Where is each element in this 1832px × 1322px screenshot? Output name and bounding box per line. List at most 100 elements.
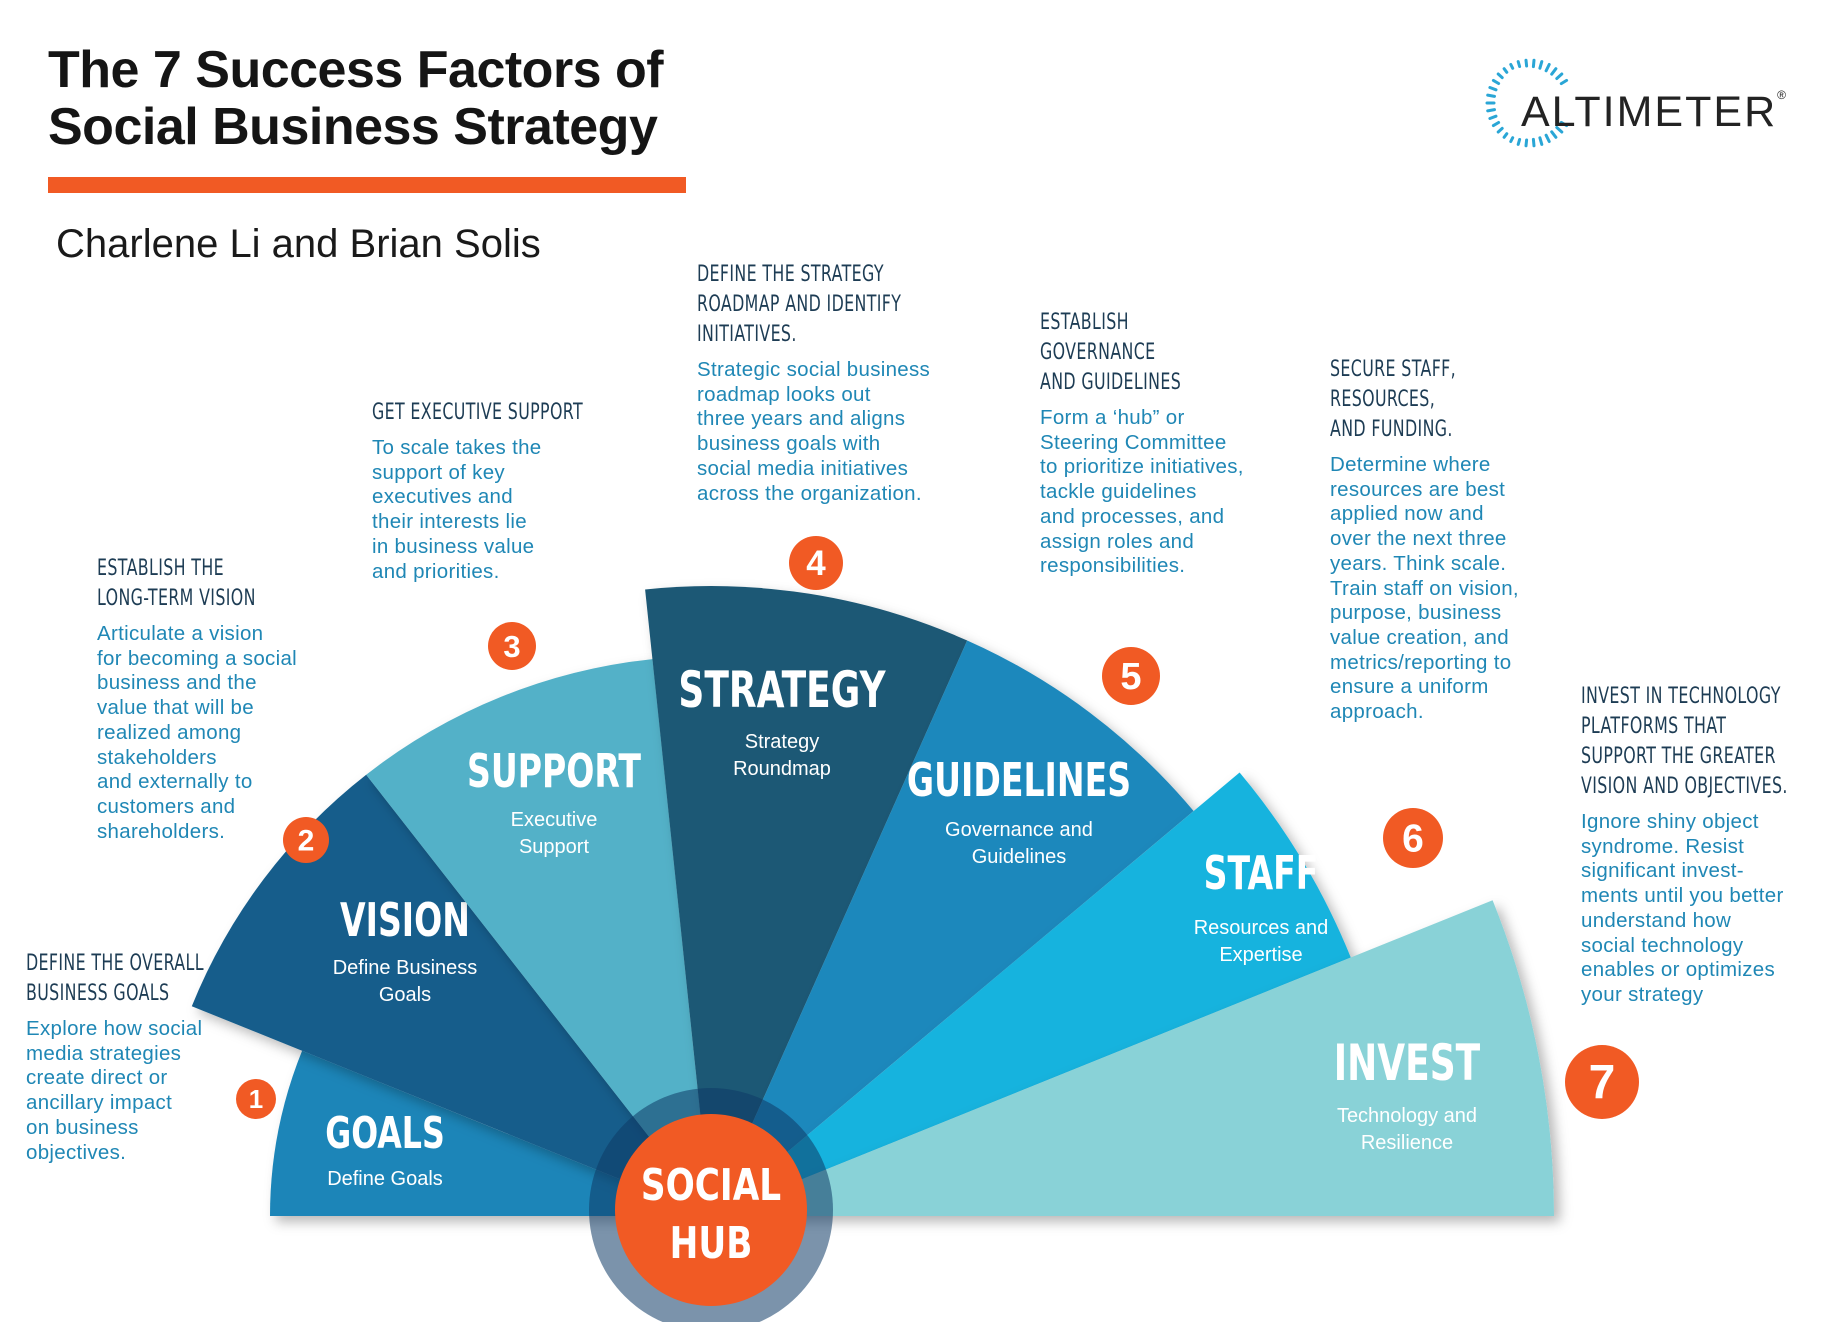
annotation-body: Explore how social media strategies crea…: [26, 1017, 203, 1164]
segment-goals-title: GOALS: [325, 1108, 445, 1160]
logo-dot: [1516, 60, 1522, 68]
logo-ring-icon: [1485, 58, 1569, 148]
annotation-body: Determine where resources are best appli…: [1330, 453, 1519, 724]
step-number-4: 4: [789, 536, 843, 590]
annotation-heading: GET EXECUTIVE SUPPORT: [372, 400, 584, 425]
altimeter-logo: ALTIMETER®: [1475, 48, 1795, 158]
annotation-body: Ignore shiny object syndrome. Resist sig…: [1581, 810, 1784, 1006]
step-number-badge: [1565, 1045, 1639, 1119]
step-number-badge: [283, 817, 329, 863]
annotation-body: To scale takes the support of key execut…: [372, 436, 542, 583]
logo-dot: [1502, 132, 1509, 139]
hub-line-1: SOCIAL: [641, 1160, 781, 1211]
logo-dot: [1550, 67, 1558, 76]
step-number-text: 7: [1589, 1057, 1616, 1110]
segment-strategy-title: STRATEGY: [678, 662, 886, 719]
step-number-badge: [236, 1079, 276, 1119]
annotation-goals: DEFINE THE OVERALL BUSINESS GOALS Explor…: [26, 949, 386, 1165]
authors: Charlene Li and Brian Solis: [56, 222, 541, 266]
segment-support-shape: [366, 659, 711, 1216]
step-number-7: 7: [1565, 1045, 1639, 1119]
segment-vision-subtitle-line-1: Define Business: [333, 957, 478, 979]
annotation-strategy: DEFINE THE STRATEGY ROADMAP AND IDENTIFY…: [697, 260, 1057, 506]
logo-dot: [1531, 58, 1536, 69]
logo-dot: [1509, 136, 1515, 143]
logo-dot: [1524, 58, 1529, 68]
logo-dot: [1559, 120, 1569, 128]
title-line-1: The 7 Success Factors of: [48, 41, 664, 99]
step-number-text: 4: [806, 544, 826, 583]
annotation-body: Articulate a vision for becoming a socia…: [97, 622, 298, 843]
logo-dot: [1488, 114, 1498, 120]
logo-dot: [1559, 78, 1569, 86]
annotation-heading: DEFINE THE STRATEGY ROADMAP AND IDENTIFY…: [697, 262, 902, 347]
annotation-invest: INVEST IN TECHNOLOGY PLATFORMS THAT SUPP…: [1581, 682, 1832, 1008]
segment-vision-subtitle-line-2: Goals: [379, 984, 431, 1006]
segment-invest-subtitle-line-2: Resilience: [1361, 1132, 1453, 1154]
segment-strategy-shape: [645, 586, 968, 1216]
segment-guidelines-shape: [711, 640, 1194, 1216]
logo-dot: [1509, 63, 1515, 70]
logo-dot: [1524, 138, 1529, 148]
logo-dot: [1531, 137, 1536, 148]
logo-dot: [1544, 63, 1551, 73]
title-underline: [48, 177, 686, 193]
segment-guidelines-subtitle-line-2: Guidelines: [972, 846, 1067, 868]
annotation-support: GET EXECUTIVE SUPPORT To scale takes the…: [372, 398, 732, 584]
annotation-heading: INVEST IN TECHNOLOGY PLATFORMS THAT SUPP…: [1581, 684, 1788, 799]
step-number-1: 1: [236, 1079, 276, 1119]
step-number-badge: [488, 622, 536, 670]
logo-dot: [1486, 93, 1496, 98]
annotation-body: Form a ‘hub” or Steering Committee to pr…: [1040, 406, 1244, 578]
step-number-text: 5: [1120, 656, 1141, 698]
logo-text: ALTIMETER: [1521, 88, 1778, 136]
annotation-guidelines: ESTABLISH GOVERNANCE AND GUIDELINES Form…: [1040, 308, 1400, 579]
logo-dot: [1550, 130, 1558, 139]
step-number-text: 6: [1402, 818, 1424, 861]
segment-support-title: SUPPORT: [467, 746, 642, 799]
step-number-text: 1: [249, 1084, 263, 1114]
segment-support-subtitle-line-2: Support: [519, 836, 589, 858]
logo-dot: [1502, 67, 1509, 74]
logo-dot: [1491, 121, 1501, 128]
annotation-heading: ESTABLISH GOVERNANCE AND GUIDELINES: [1040, 310, 1182, 395]
segment-support-subtitle-line-1: Executive: [511, 809, 598, 831]
segment-goals-subtitle-line-1: Define Goals: [327, 1168, 443, 1190]
page-title: The 7 Success Factors of Social Business…: [48, 41, 664, 156]
segment-vision-shape: [191, 774, 712, 1216]
logo-dot: [1496, 72, 1504, 80]
logo-dot: [1486, 108, 1496, 113]
title-line-2: Social Business Strategy: [48, 98, 658, 156]
segment-staff-shape: [711, 772, 1351, 1216]
social-hub: SOCIAL HUB: [589, 1088, 833, 1322]
step-number-3: 3: [488, 622, 536, 670]
hub-circle: [615, 1114, 807, 1306]
logo-dot: [1544, 133, 1551, 143]
annotation-vision: ESTABLISH THE LONG-TERM VISION Articulat…: [97, 554, 457, 844]
segment-staff-subtitle-line-2: Expertise: [1219, 944, 1302, 966]
annotation-staff: SECURE STAFF, RESOURCES, AND FUNDING. De…: [1330, 355, 1690, 725]
logo-dot: [1538, 136, 1544, 146]
logo-dot: [1516, 138, 1522, 146]
segment-invest-subtitle-line-1: Technology and: [1337, 1105, 1477, 1127]
logo-dot: [1555, 72, 1564, 80]
step-number-5: 5: [1102, 647, 1160, 705]
step-number-badge: [1102, 647, 1160, 705]
segment-staff-subtitle-line-1: Resources and: [1194, 917, 1329, 939]
logo-dot: [1538, 60, 1544, 70]
logo-dot: [1491, 78, 1501, 85]
step-number-text: 3: [503, 629, 520, 664]
step-number-badge: [789, 536, 843, 590]
logo-wordmark: ALTIMETER®: [1521, 88, 1788, 137]
logo-dot: [1555, 126, 1564, 134]
segment-guidelines-subtitle-line-1: Governance and: [945, 819, 1093, 841]
annotation-heading: ESTABLISH THE LONG-TERM VISION: [97, 556, 256, 611]
hub-line-2: HUB: [670, 1218, 753, 1269]
logo-registered-mark: ®: [1777, 88, 1788, 102]
